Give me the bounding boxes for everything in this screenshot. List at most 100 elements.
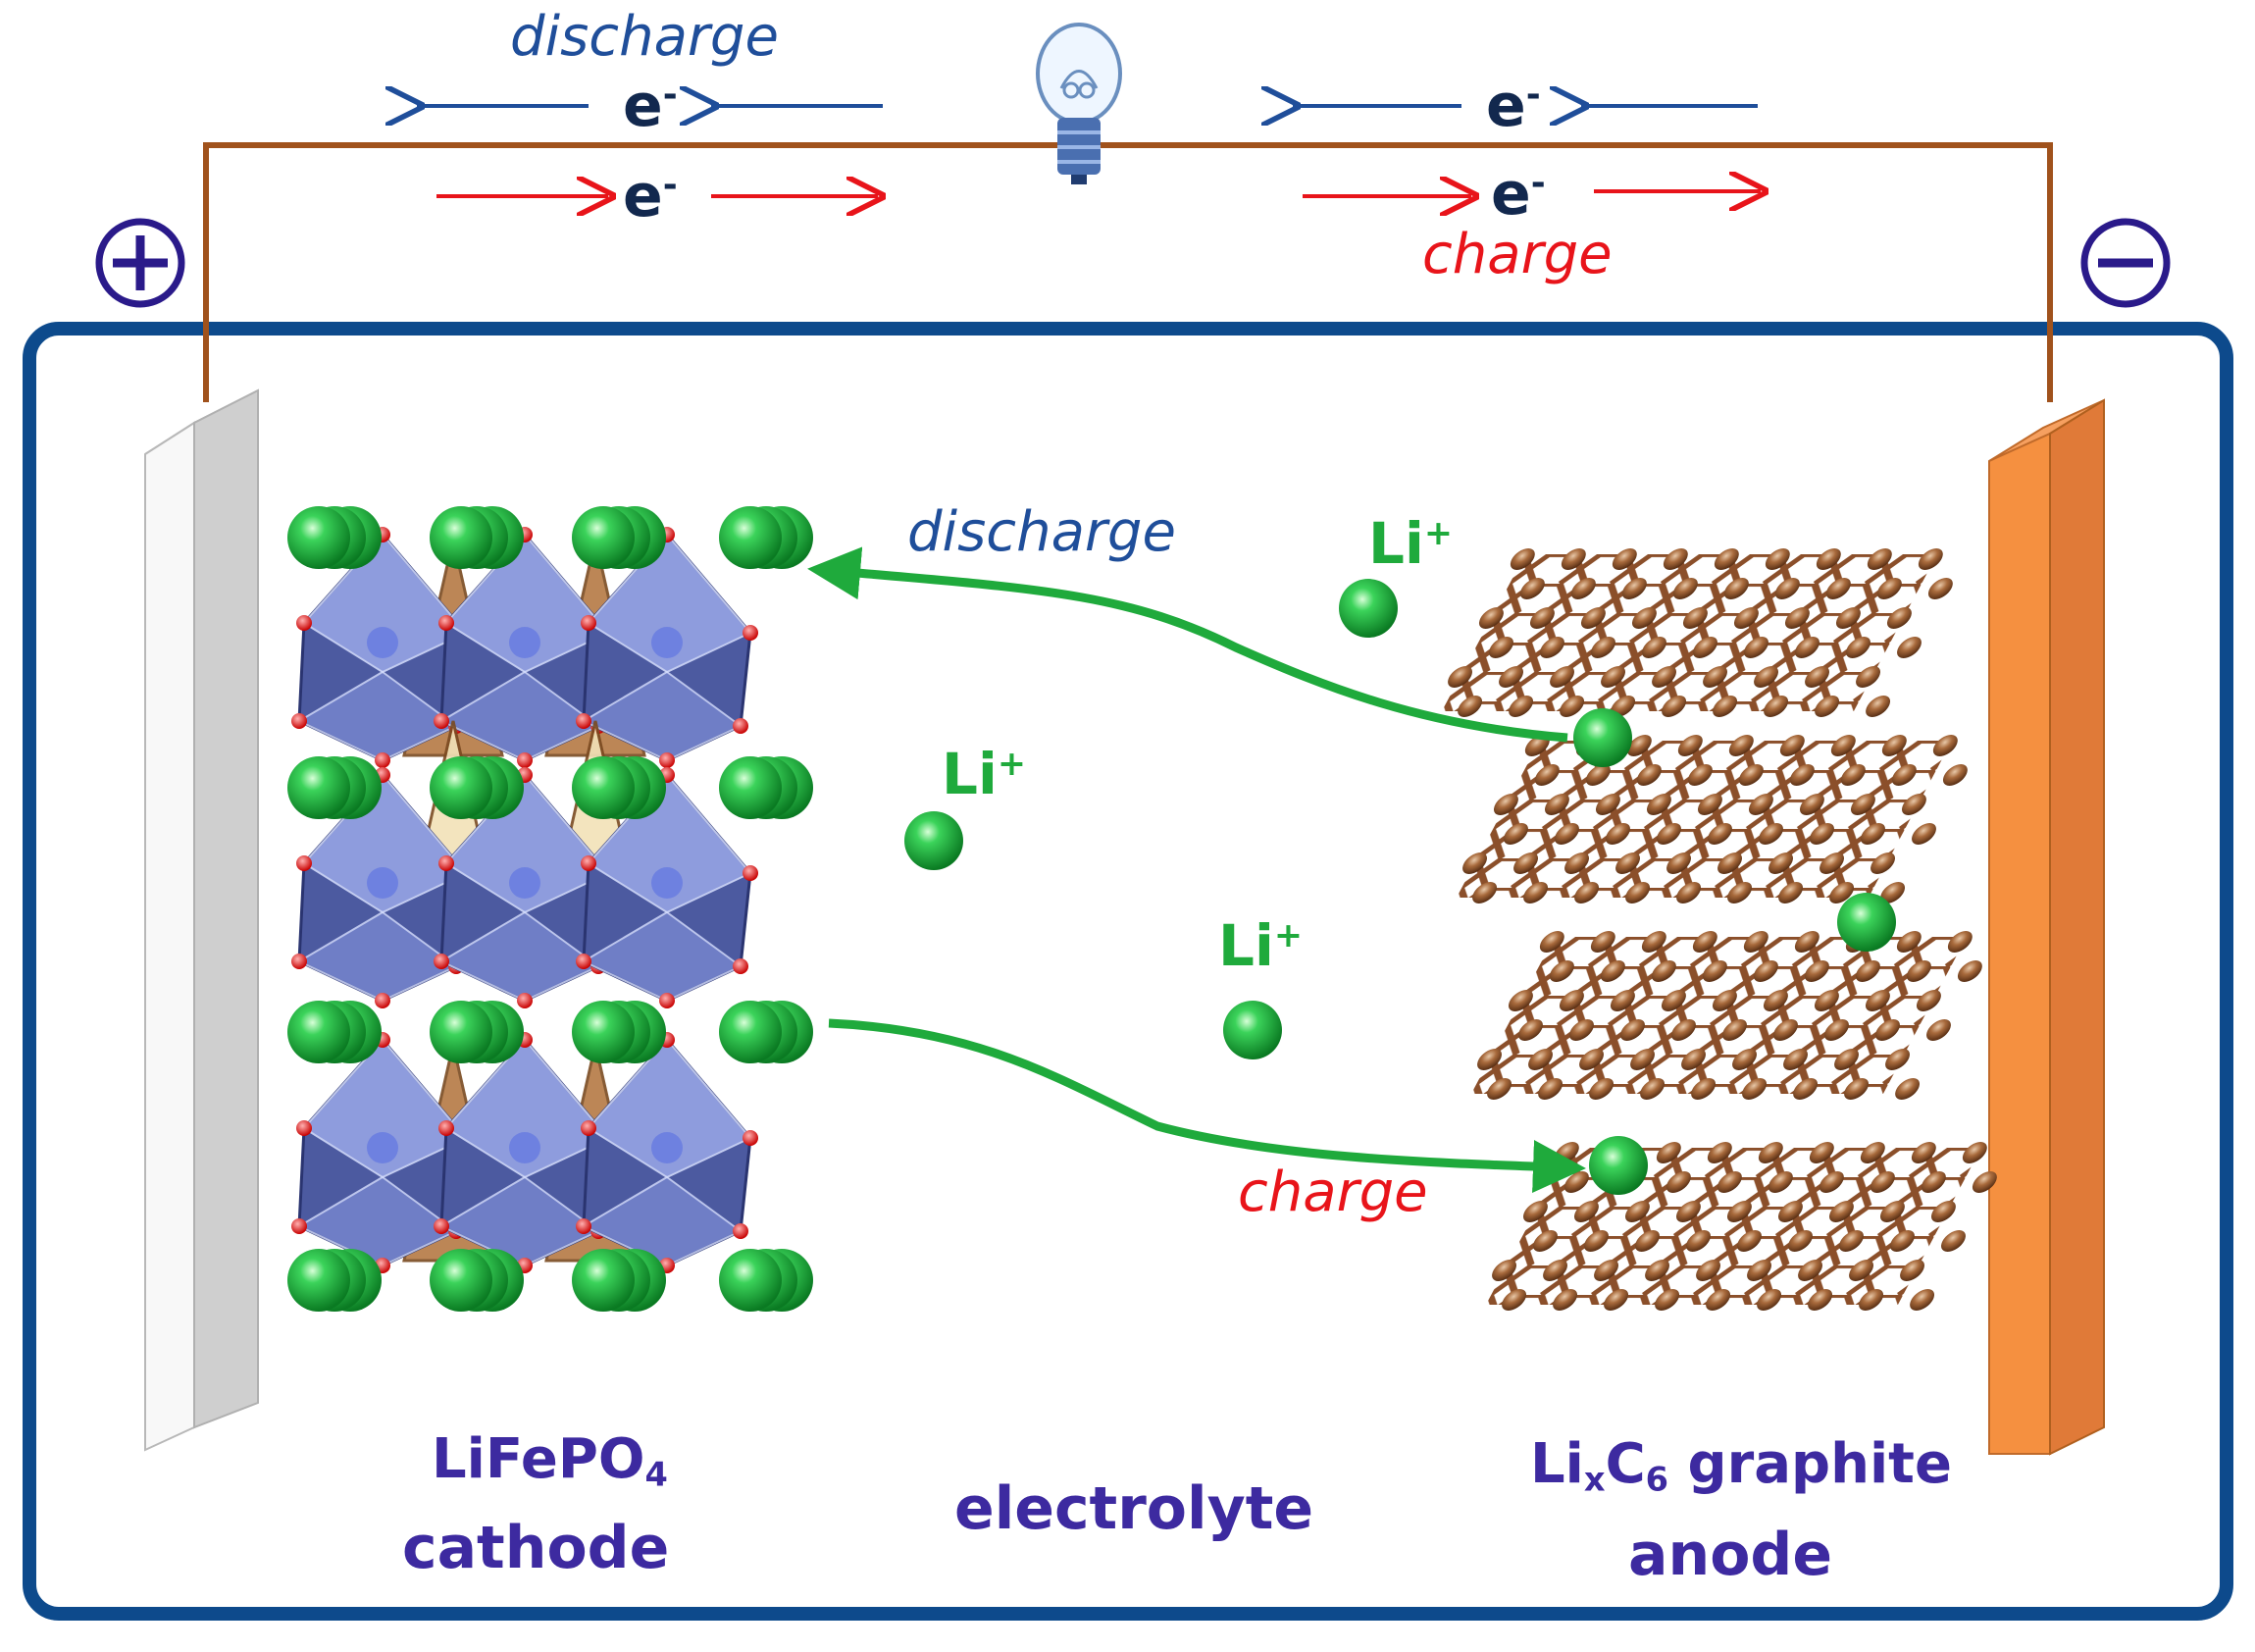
carbon-atom <box>1523 882 1549 903</box>
carbon-atom <box>1814 990 1839 1011</box>
carbon-atom <box>1620 1019 1645 1041</box>
oxygen-atom <box>743 1130 758 1146</box>
carbon-atom <box>1717 1171 1742 1193</box>
carbon-atom <box>1844 1078 1870 1100</box>
carbon-atom <box>1850 794 1875 815</box>
oxygen-atom <box>434 954 449 969</box>
carbon-atom <box>1906 960 1931 982</box>
carbon-atom <box>1942 764 1968 786</box>
electrolyte-label: electrolyte <box>954 1474 1314 1543</box>
carbon-atom <box>1876 578 1902 599</box>
lithium-atom <box>719 756 782 819</box>
carbon-atom <box>1722 1019 1747 1041</box>
carbon-atom <box>1472 882 1498 903</box>
oxygen-atom <box>296 615 312 631</box>
carbon-atom <box>1753 960 1778 982</box>
carbon-atom <box>1747 1260 1771 1281</box>
carbon-atom <box>1774 578 1800 599</box>
oxygen-atom <box>576 1218 591 1234</box>
electron-label-4: e- <box>1491 160 1546 229</box>
carbon-atom <box>1891 764 1917 786</box>
lithium-atom <box>287 1249 350 1312</box>
carbon-atom <box>1478 607 1504 629</box>
carbon-atom <box>1606 823 1630 845</box>
carbon-atom <box>1579 1049 1604 1070</box>
oxygen-atom <box>733 718 748 734</box>
carbon-atom <box>1808 1289 1833 1311</box>
circuit-discharge-label: discharge <box>510 5 779 69</box>
carbon-atom <box>1533 1230 1558 1252</box>
carbon-atom <box>1789 764 1815 786</box>
carbon-atom <box>1830 735 1856 756</box>
external-wire <box>203 142 2053 402</box>
electron-arrows <box>417 106 1761 196</box>
carbon-atom <box>1743 931 1768 953</box>
carbon-atom <box>1881 735 1907 756</box>
carbon-atom <box>1765 548 1790 570</box>
carbon-atom <box>1697 794 1722 815</box>
carbon-atom <box>1707 1142 1732 1163</box>
carbon-atom <box>1809 1142 1834 1163</box>
oxygen-atom <box>659 993 675 1008</box>
oxygen-atom <box>743 625 758 641</box>
carbon-atom <box>1703 666 1727 688</box>
carbon-atom <box>1519 578 1545 599</box>
carbon-atom <box>1540 637 1564 658</box>
carbon-atom <box>1859 1289 1884 1311</box>
carbon-atom <box>1867 548 1892 570</box>
carbon-atom <box>1448 666 1472 688</box>
carbon-atom <box>1626 735 1652 756</box>
graphite-layer <box>1441 548 1953 717</box>
carbon-atom <box>1880 882 1906 903</box>
li-ion <box>904 811 963 870</box>
oxygen-atom <box>517 993 533 1008</box>
cathode-current-collector <box>144 388 259 1452</box>
li-ion-label-1: Li+ <box>1368 510 1453 577</box>
carbon-atom <box>1594 1260 1618 1281</box>
carbon-atom <box>1564 852 1589 874</box>
carbon-atom <box>1805 666 1829 688</box>
oxygen-atom <box>438 615 454 631</box>
ion-charge-arrow <box>828 1018 1586 1194</box>
carbon-atom <box>1764 696 1789 717</box>
carbon-atom <box>1793 1078 1819 1100</box>
carbon-atom <box>1866 696 1891 717</box>
lithium-atom <box>719 1001 782 1063</box>
li-ion-label-3: Li+ <box>1218 912 1303 979</box>
carbon-atom <box>1591 637 1615 658</box>
lightbulb-icon <box>1036 23 1122 184</box>
carbon-atom <box>1675 1201 1701 1222</box>
carbon-atom <box>1493 794 1518 815</box>
oxygen-atom <box>581 615 596 631</box>
carbon-atom <box>1560 696 1585 717</box>
carbon-atom <box>1754 666 1778 688</box>
lithium-atom <box>430 1249 492 1312</box>
carbon-atom <box>1768 852 1793 874</box>
carbon-atom <box>1713 696 1738 717</box>
carbon-atom <box>1870 1171 1895 1193</box>
carbon-atom <box>1759 823 1783 845</box>
carbon-atom <box>1784 607 1810 629</box>
carbon-atom <box>1569 1019 1594 1041</box>
carbon-atom <box>1642 637 1666 658</box>
iron-atom <box>651 1132 683 1163</box>
carbon-atom <box>1610 990 1635 1011</box>
carbon-atom <box>1555 823 1579 845</box>
carbon-atom <box>1641 931 1666 953</box>
carbon-atom <box>1723 578 1749 599</box>
carbon-atom <box>1794 931 1819 953</box>
carbon-atom <box>1509 696 1534 717</box>
lithium-atom <box>719 506 782 569</box>
plus-icon <box>95 218 185 308</box>
lithium-atom <box>572 506 635 569</box>
lithium-atom <box>572 1001 635 1063</box>
carbon-atom <box>1585 764 1611 786</box>
iron-atom <box>509 867 540 899</box>
carbon-atom <box>1645 1260 1669 1281</box>
carbon-atom <box>1663 548 1688 570</box>
carbon-atom <box>1625 882 1651 903</box>
carbon-atom <box>1458 696 1483 717</box>
carbon-atom <box>1504 823 1528 845</box>
carbon-atom <box>1524 735 1550 756</box>
